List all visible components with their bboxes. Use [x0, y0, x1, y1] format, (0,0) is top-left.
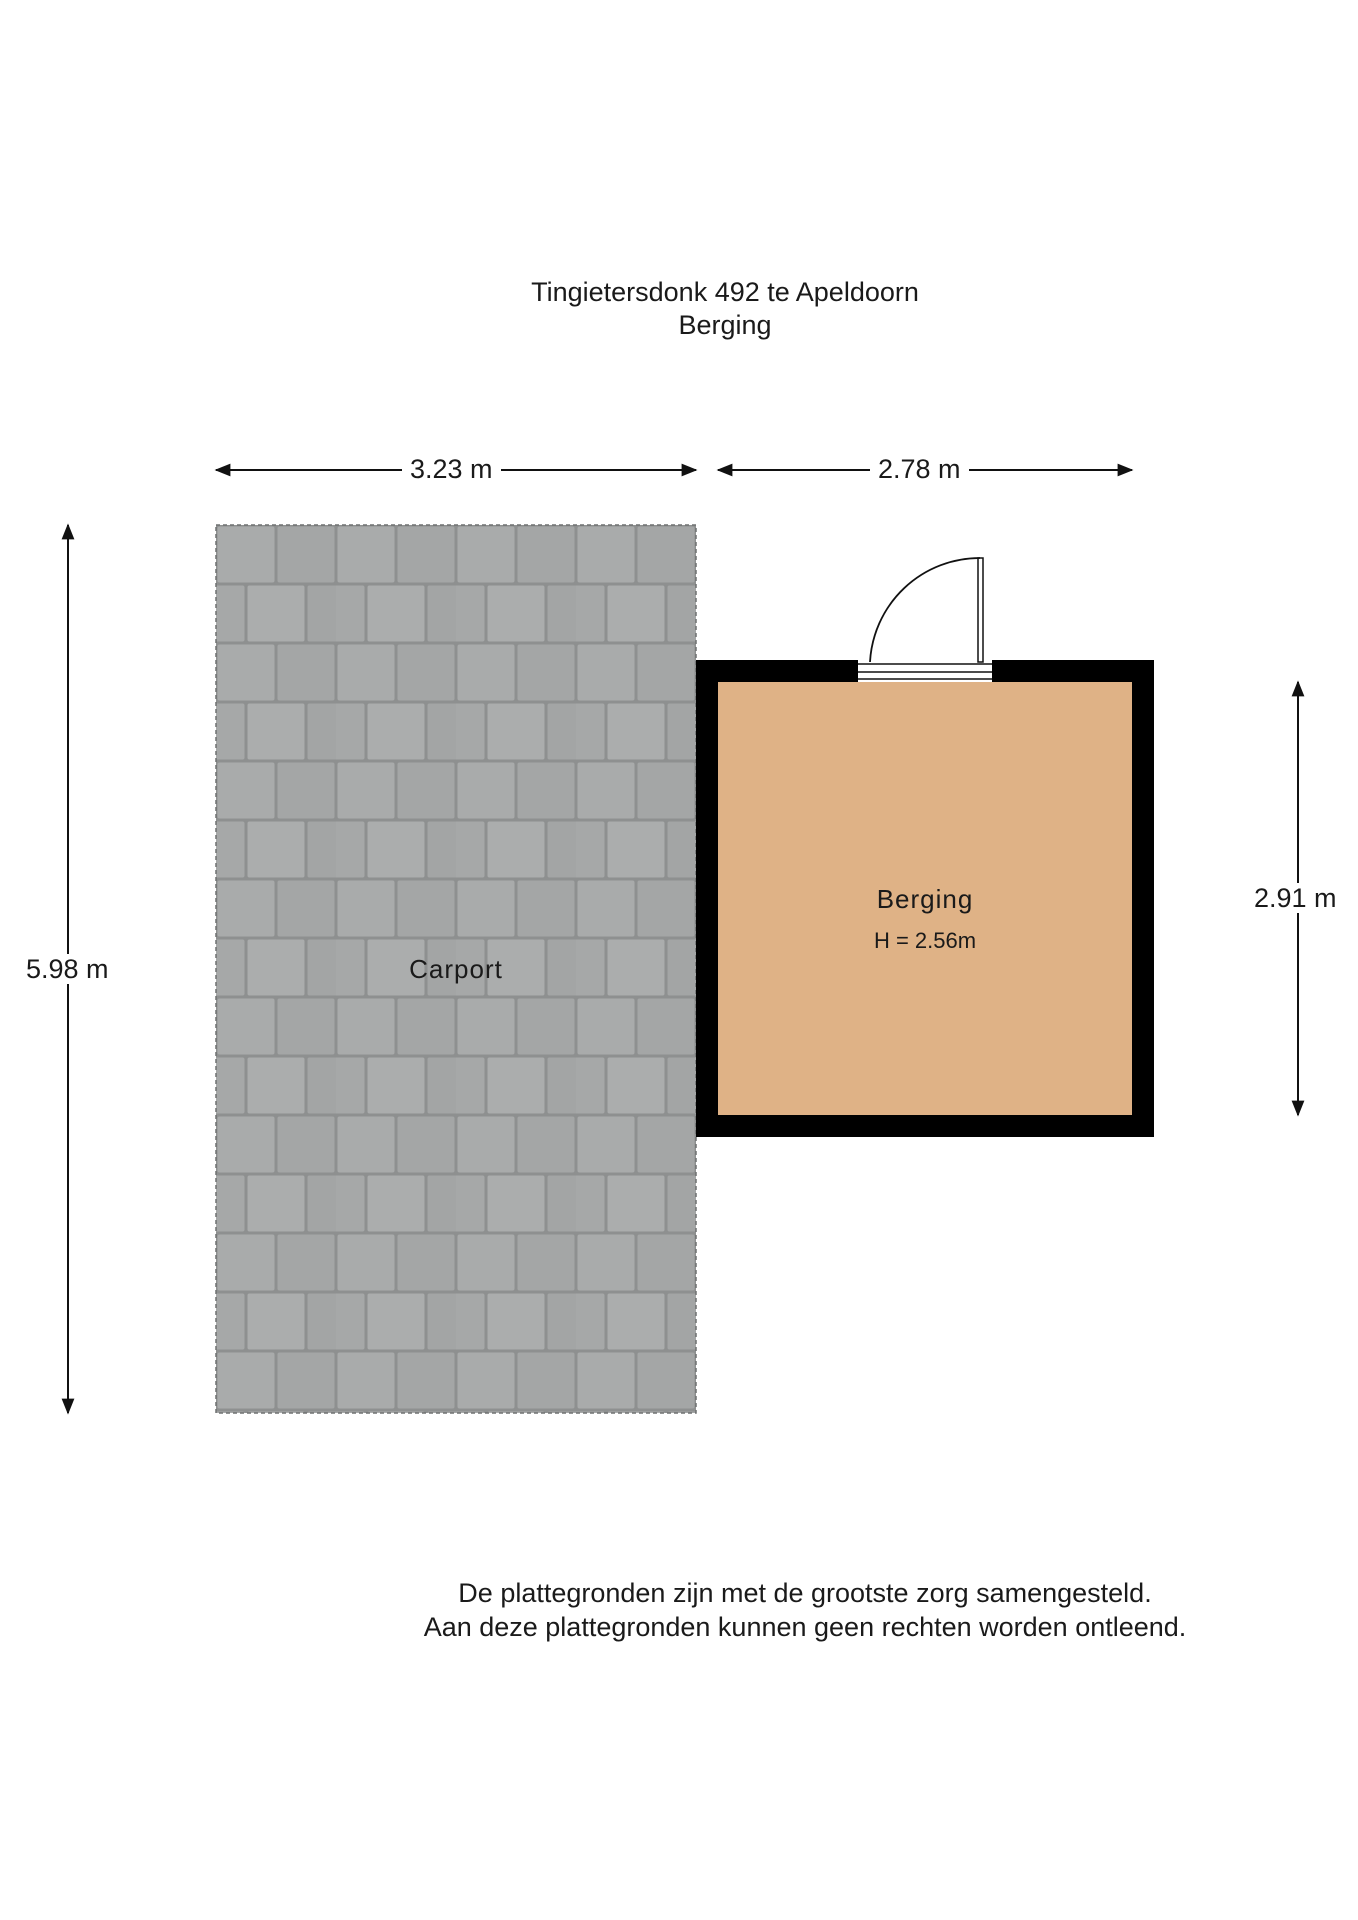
disclaimer-line-2: Aan deze plattegronden kunnen geen recht…: [423, 1612, 1187, 1642]
carport-label: Carport: [409, 954, 503, 984]
address-title: Tingietersdonk 492 te Apeldoorn: [531, 277, 919, 307]
berging-depth-label: 2.91 m: [1246, 883, 1345, 913]
door-swing: [869, 557, 981, 663]
disclaimer-line-1: De plattegronden zijn met de grootste zo…: [458, 1578, 1152, 1608]
title-block: Tingietersdonk 492 te Apeldoorn Berging: [0, 276, 1358, 342]
door-leaf: [977, 557, 984, 663]
disclaimer: De plattegronden zijn met de grootste zo…: [300, 1576, 1310, 1644]
berging-height: H = 2.56m: [873, 928, 977, 953]
berging-label: Berging: [876, 884, 974, 914]
berging-width-label: 2.78 m: [870, 454, 969, 484]
floor-title: Berging: [678, 310, 772, 340]
carport-depth-label: 5.98 m: [18, 954, 117, 984]
door-opening: [858, 660, 992, 682]
carport-area: [215, 524, 697, 1414]
berging-floor: [718, 682, 1132, 1115]
carport-width-label: 3.23 m: [402, 454, 501, 484]
